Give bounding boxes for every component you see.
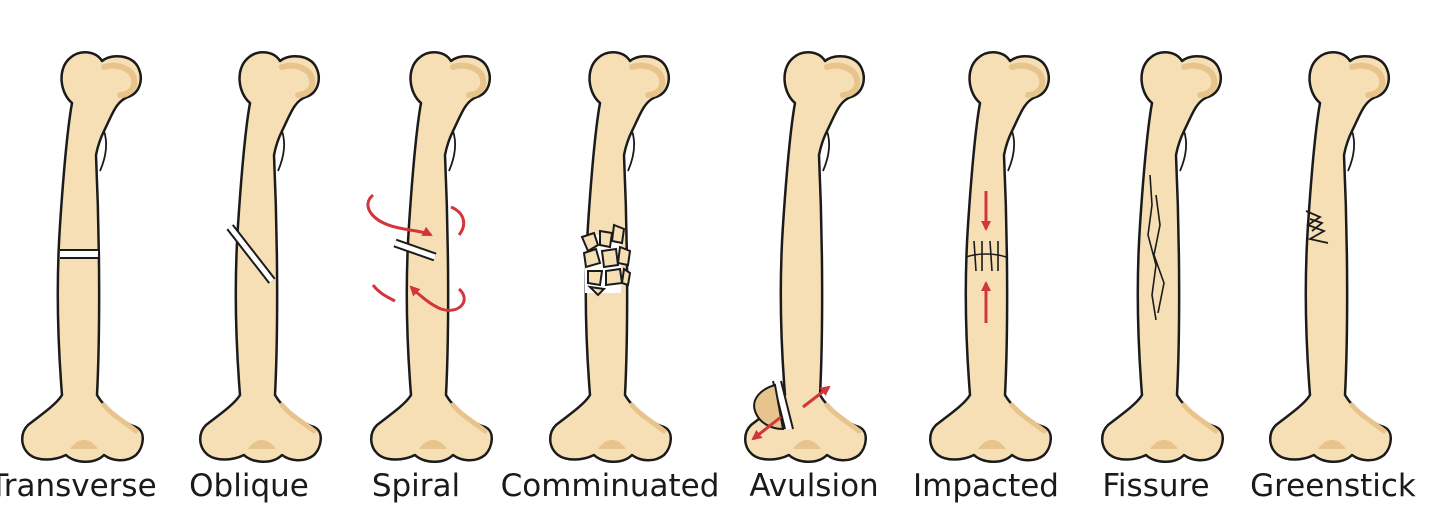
label-impacted: Impacted xyxy=(913,468,1059,504)
fracture-line-transverse xyxy=(60,250,98,258)
label-fissure: Fissure xyxy=(1102,468,1209,504)
labels: Transverse Oblique Spiral Comminuated Av… xyxy=(0,468,1416,504)
bone-comminuated xyxy=(550,52,671,462)
label-oblique: Oblique xyxy=(189,468,309,504)
label-comminuated: Comminuated xyxy=(501,468,720,504)
bone-oblique xyxy=(200,52,321,462)
bone-spiral xyxy=(368,52,492,462)
bone-impacted xyxy=(930,52,1051,462)
label-spiral: Spiral xyxy=(372,468,460,504)
bone-transverse xyxy=(22,52,143,462)
bone-greenstick xyxy=(1270,52,1391,462)
bone-avulsion xyxy=(745,52,866,462)
label-transverse: Transverse xyxy=(0,468,157,504)
label-greenstick: Greenstick xyxy=(1250,468,1416,504)
label-avulsion: Avulsion xyxy=(749,468,878,504)
bone-fissure xyxy=(1102,52,1223,462)
